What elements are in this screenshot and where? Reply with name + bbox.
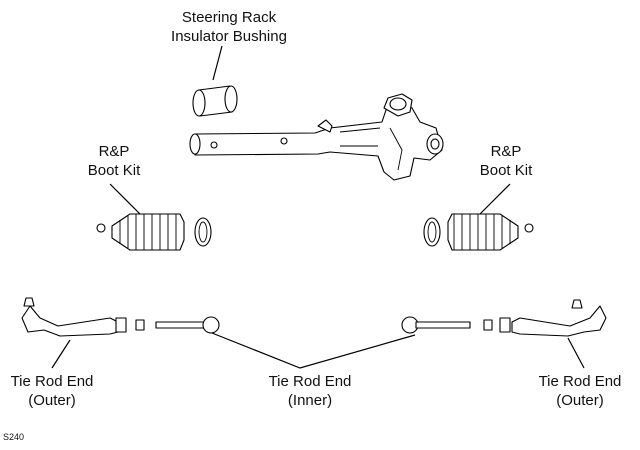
outer-tie-rod-right xyxy=(483,299,607,337)
label-inner: Tie Rod End (Inner) xyxy=(262,372,358,410)
label-inner-line2: (Inner) xyxy=(287,392,333,409)
label-insulator-line2: Insulator Bushing xyxy=(171,28,287,45)
label-outer-left-line2: (Outer) xyxy=(28,392,76,409)
inner-tie-rod-left xyxy=(155,316,220,334)
leader-boot-right xyxy=(479,183,511,215)
label-outer-left-line1: Tie Rod End xyxy=(10,373,94,390)
insulator-bushing xyxy=(192,85,238,117)
label-boot-right-line2: Boot Kit xyxy=(479,162,533,179)
outer-tie-rod-left xyxy=(21,297,145,337)
leader-insulator xyxy=(212,45,223,81)
label-outer-left: Tie Rod End (Outer) xyxy=(4,372,100,410)
inner-tie-rod-right xyxy=(401,316,471,334)
label-outer-right: Tie Rod End (Outer) xyxy=(532,372,628,410)
label-boot-left-line1: R&P xyxy=(98,143,130,160)
label-outer-right-line2: (Outer) xyxy=(556,392,604,409)
label-insulator: Steering Rack Insulator Bushing xyxy=(160,8,298,46)
boot-left xyxy=(96,213,212,251)
leader-outer-left xyxy=(51,339,71,369)
label-insulator-line1: Steering Rack xyxy=(181,9,277,26)
leader-boot-left xyxy=(109,183,141,215)
label-boot-left-line2: Boot Kit xyxy=(87,162,141,179)
label-boot-right: R&P Boot Kit xyxy=(470,142,542,180)
leader-inner xyxy=(211,332,416,369)
figure-code: S240 xyxy=(3,432,25,442)
label-boot-right-line1: R&P xyxy=(490,143,522,160)
steering-rack xyxy=(189,93,444,181)
boot-right xyxy=(423,213,534,251)
leader-outer-right xyxy=(567,337,585,369)
label-boot-left: R&P Boot Kit xyxy=(78,142,150,180)
label-inner-line1: Tie Rod End xyxy=(268,373,352,390)
label-outer-right-line1: Tie Rod End xyxy=(538,373,622,390)
